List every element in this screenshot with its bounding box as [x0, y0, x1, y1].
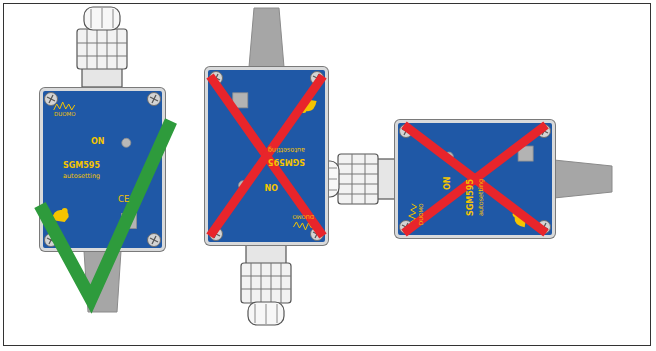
ce-mark: CE	[118, 195, 129, 204]
brand-logo: DUOMO	[292, 214, 314, 220]
power-led-label: ON	[91, 138, 105, 147]
model-name: SGM595	[467, 179, 476, 216]
power-led-label: ON	[444, 177, 453, 191]
device-enclosure: DUOMO ON SGM595 autosetting	[205, 67, 328, 245]
model-subtitle: autosetting	[478, 179, 485, 216]
device-enclosure: DUOMO ON SGM595autosetting	[395, 120, 555, 238]
device-enclosure: DUOMO ON SGM595 autosettingCE	[40, 88, 165, 251]
model-name: SGM595	[268, 156, 305, 165]
model-subtitle: autosetting	[268, 146, 305, 153]
model-subtitle: autosetting	[63, 173, 100, 180]
model-name: SGM595	[63, 162, 100, 171]
brand-logo: DUOMO	[418, 203, 424, 225]
power-led-label: ON	[265, 181, 279, 190]
brand-logo: DUOMO	[54, 111, 76, 117]
